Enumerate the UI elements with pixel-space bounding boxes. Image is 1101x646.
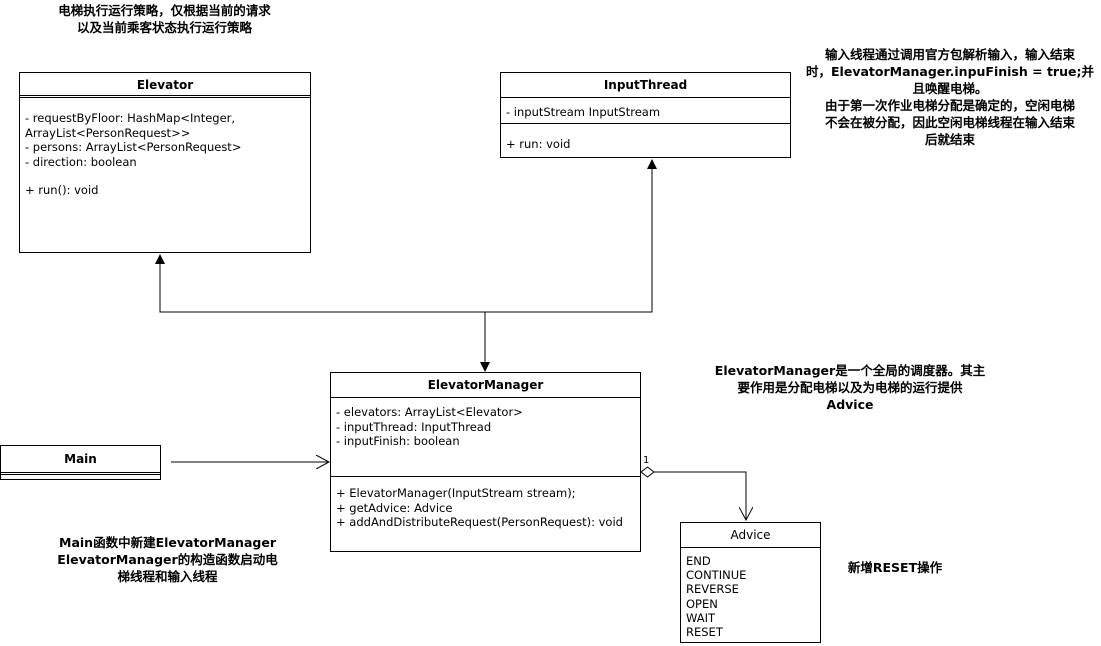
enum-value: REVERSE bbox=[686, 582, 739, 597]
field: - elevators: ArrayList<Elevator> bbox=[336, 405, 523, 419]
method: + addAndDistributeRequest(PersonRequest)… bbox=[336, 515, 623, 529]
note-reset: 新增RESET操作 bbox=[847, 560, 943, 575]
method: + getAdvice: Advice bbox=[336, 500, 453, 515]
note-elevator-strategy: 电梯执行运行策略，仅根据当前的请求 以及当前乘客状态执行运行策略 bbox=[58, 3, 271, 35]
class-elevator[interactable]: Elevator - requestByFloor: HashMap<Integ… bbox=[19, 72, 311, 253]
field: - inputStream InputStream bbox=[506, 105, 661, 119]
note-input-thread: 输入线程通过调用官方包解析输入，输入结束 时，ElevatorManager.i… bbox=[806, 47, 1094, 147]
connector-to-elevator bbox=[155, 254, 485, 313]
class-elevator-name: Elevator bbox=[20, 73, 310, 98]
class-input-thread-fields: - inputStream InputStream bbox=[501, 98, 790, 124]
class-elevator-manager-fields: - elevators: ArrayList<Elevator> - input… bbox=[331, 398, 640, 477]
field: - inputFinish: boolean bbox=[336, 434, 460, 448]
note-elevator-manager: ElevatorManager是一个全局的调度器。其主 要作用是分配电梯以及为电… bbox=[714, 363, 986, 412]
class-elevator-manager-methods: + ElevatorManager(InputStream stream); +… bbox=[331, 477, 640, 534]
enum-value: WAIT bbox=[686, 610, 716, 625]
class-elevator-manager[interactable]: ElevatorManager - elevators: ArrayList<E… bbox=[330, 372, 641, 552]
method: + ElevatorManager(InputStream stream); bbox=[336, 486, 576, 500]
enum-value: RESET bbox=[686, 625, 723, 640]
field: - persons: ArrayList<PersonRequest> bbox=[25, 140, 242, 154]
enum-value: END bbox=[686, 554, 711, 568]
class-elevator-methods: + run(): void bbox=[20, 173, 310, 202]
note-main: Main函数中新建ElevatorManager ElevatorManager… bbox=[57, 535, 278, 584]
class-main[interactable]: Main bbox=[0, 445, 161, 480]
class-input-thread-methods: + run: void bbox=[501, 124, 790, 156]
method: + run: void bbox=[506, 137, 571, 151]
multiplicity-label: 1 bbox=[643, 455, 649, 466]
method: + run(): void bbox=[25, 183, 99, 197]
class-input-thread-name: InputThread bbox=[501, 73, 790, 98]
class-advice[interactable]: Advice END CONTINUE REVERSE OPEN WAIT RE… bbox=[680, 522, 821, 643]
field: - direction: boolean bbox=[25, 154, 137, 169]
class-input-thread[interactable]: InputThread - inputStream InputStream + … bbox=[500, 72, 791, 158]
class-main-name: Main bbox=[1, 446, 160, 475]
class-elevator-manager-name: ElevatorManager bbox=[331, 373, 640, 398]
field: - inputThread: InputThread bbox=[336, 419, 492, 434]
connector-manager-to-advice bbox=[654, 471, 746, 520]
class-advice-values: END CONTINUE REVERSE OPEN WAIT RESET bbox=[681, 548, 820, 643]
class-advice-name: Advice bbox=[681, 523, 820, 548]
connector-to-input-thread bbox=[485, 159, 657, 313]
enum-value: CONTINUE bbox=[686, 568, 747, 583]
aggregation-diamond bbox=[640, 466, 655, 478]
enum-value: OPEN bbox=[686, 596, 718, 611]
field: ArrayList<PersonRequest>> bbox=[25, 125, 191, 140]
class-elevator-fields: - requestByFloor: HashMap<Integer, Array… bbox=[20, 98, 310, 173]
field: - requestByFloor: HashMap<Integer, bbox=[25, 111, 236, 125]
